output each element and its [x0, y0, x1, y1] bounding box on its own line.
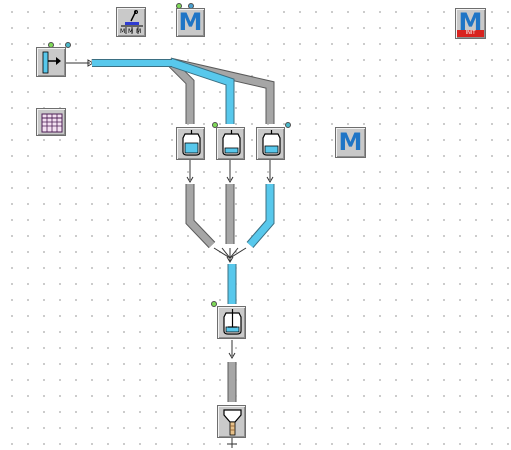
mixer-vessel[interactable]: [217, 306, 246, 339]
wrench-icon: [121, 10, 143, 34]
init-badge: INIT: [457, 30, 484, 37]
source-status-led-teal: [65, 42, 71, 48]
manual-label-1: M: [120, 28, 126, 35]
discharge-outlet-connector: [227, 438, 237, 448]
init-mode-label: M: [458, 8, 483, 36]
pipe-merge-right: [247, 184, 274, 248]
pipe-branch-middle: [168, 58, 234, 124]
mode-button-label: M: [178, 8, 203, 36]
tank-vessel-icon: [222, 130, 241, 156]
entry-arrow-icon: [42, 51, 61, 74]
tank-vessel-icon: [182, 130, 201, 156]
table-list-icon: [41, 113, 63, 133]
source-connector-arrow: [87, 59, 94, 67]
mixer-outlet-connector: [228, 340, 236, 359]
source-entry[interactable]: [36, 47, 66, 77]
mode-button[interactable]: M: [176, 8, 205, 37]
manual-sequence-button[interactable]: M M M: [116, 7, 146, 37]
tank-left[interactable]: [176, 127, 205, 160]
recipe-table-button[interactable]: [36, 108, 66, 136]
merge-junction: [213, 247, 247, 263]
discharge-outlet[interactable]: [217, 405, 246, 438]
pipe-merge-left: [186, 184, 215, 248]
unit-mode-label: M: [338, 128, 363, 156]
tank-middle-status-led: [212, 122, 218, 128]
mixer-status-led: [211, 301, 217, 307]
tank-middle[interactable]: [216, 127, 245, 160]
manual-label-2: M: [128, 28, 134, 35]
tank-right[interactable]: [256, 127, 285, 160]
manual-label-3: M: [136, 28, 142, 35]
mixer-vessel-icon: [223, 309, 242, 335]
tank-outlet-connectors: [186, 160, 274, 183]
discharge-funnel-icon: [223, 409, 242, 436]
unit-mode-button[interactable]: M: [335, 127, 366, 158]
init-mode-button[interactable]: M INIT: [455, 8, 486, 39]
tank-right-status-led: [285, 122, 291, 128]
tank-vessel-icon: [262, 130, 281, 156]
